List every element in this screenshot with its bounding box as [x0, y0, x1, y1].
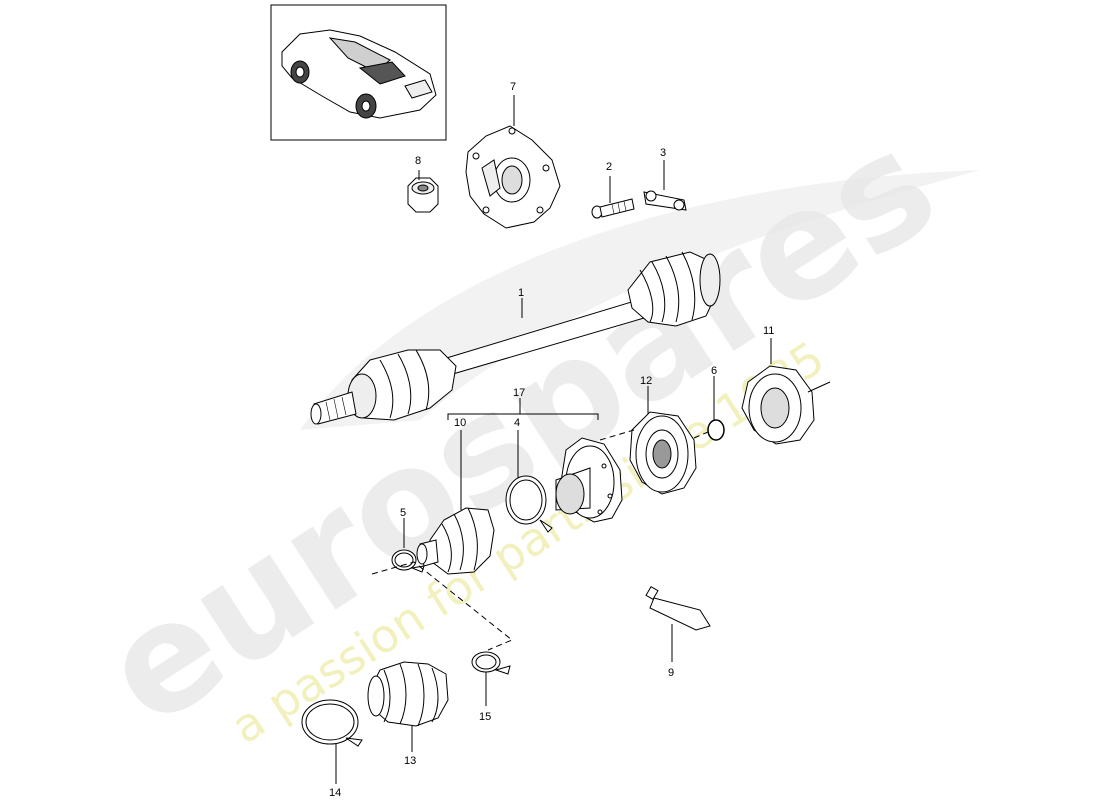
part-12-cv-joint — [629, 411, 697, 495]
callout-5: 5 — [400, 507, 406, 519]
part-3-lock-plate — [643, 190, 687, 211]
callout-12: 12 — [640, 375, 652, 387]
part-8-nut — [407, 177, 439, 213]
callout-15: 15 — [479, 711, 491, 723]
part-5-clamp — [391, 549, 425, 573]
leader-lines — [335, 95, 772, 784]
part-9-grease-tube — [645, 585, 711, 631]
part-14-clamp — [301, 699, 363, 747]
part-13-boot — [367, 661, 449, 727]
part-15-clamp — [471, 651, 511, 675]
callout-7: 7 — [510, 81, 516, 93]
callout-4: 4 — [514, 417, 520, 429]
part-4-clamp — [505, 475, 553, 533]
callout-10: 10 — [454, 417, 466, 429]
callout-8: 8 — [415, 155, 421, 167]
part-6-circlip — [707, 419, 725, 441]
callout-17: 17 — [513, 387, 525, 399]
callout-9: 9 — [668, 667, 674, 679]
callout-14: 14 — [329, 787, 341, 799]
exploded-view-line — [371, 429, 709, 651]
callout-6: 6 — [711, 365, 717, 377]
part-7-drive-flange — [465, 125, 561, 229]
callout-3: 3 — [660, 147, 666, 159]
part-10-boot — [416, 507, 495, 575]
car-icon — [281, 29, 437, 119]
part-17-joint-flange — [555, 437, 623, 523]
callout-13: 13 — [404, 755, 416, 767]
callout-1: 1 — [518, 287, 524, 299]
callout-2: 2 — [606, 161, 612, 173]
part-2-bolt — [591, 198, 635, 219]
callout-11: 11 — [763, 325, 774, 337]
callout-numbers: 7 8 2 3 1 11 6 12 17 10 4 5 9 15 13 14 — [329, 81, 774, 799]
vehicle-thumbnail — [270, 4, 447, 141]
part-1-drive-shaft — [310, 251, 721, 425]
part-11-joint-housing — [741, 365, 831, 445]
